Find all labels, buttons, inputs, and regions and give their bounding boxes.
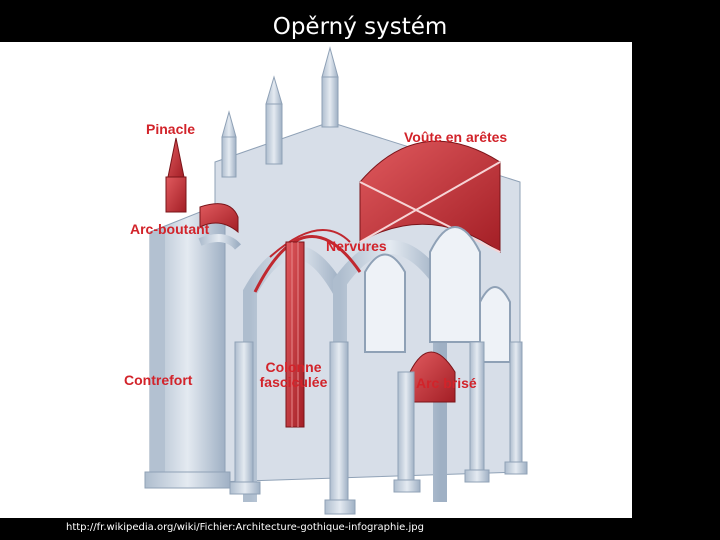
nave-structure [214,121,523,513]
label-arc-boutant: Arc-boutant [130,221,210,237]
slide-title: Opěrný systém [272,14,448,40]
label-contrefort: Contrefort [124,372,193,388]
buttress-structure [149,46,339,473]
label-colonne: Colonne fasciculée [259,359,328,390]
image-source-link[interactable]: http://fr.wikipedia.org/wiki/Fichier:Arc… [66,522,424,533]
gothic-cathedral-illustration [144,46,528,515]
diagram-panel: Pinacle Voûte en arêtes Arc-boutant Nerv… [0,42,632,518]
label-nervures: Nervures [326,238,387,254]
pillar-bases [144,461,528,515]
label-pinacle: Pinacle [146,121,196,137]
label-voute: Voûte en arêtes [404,129,508,145]
label-arc-brise: Arc brisé [416,375,477,391]
